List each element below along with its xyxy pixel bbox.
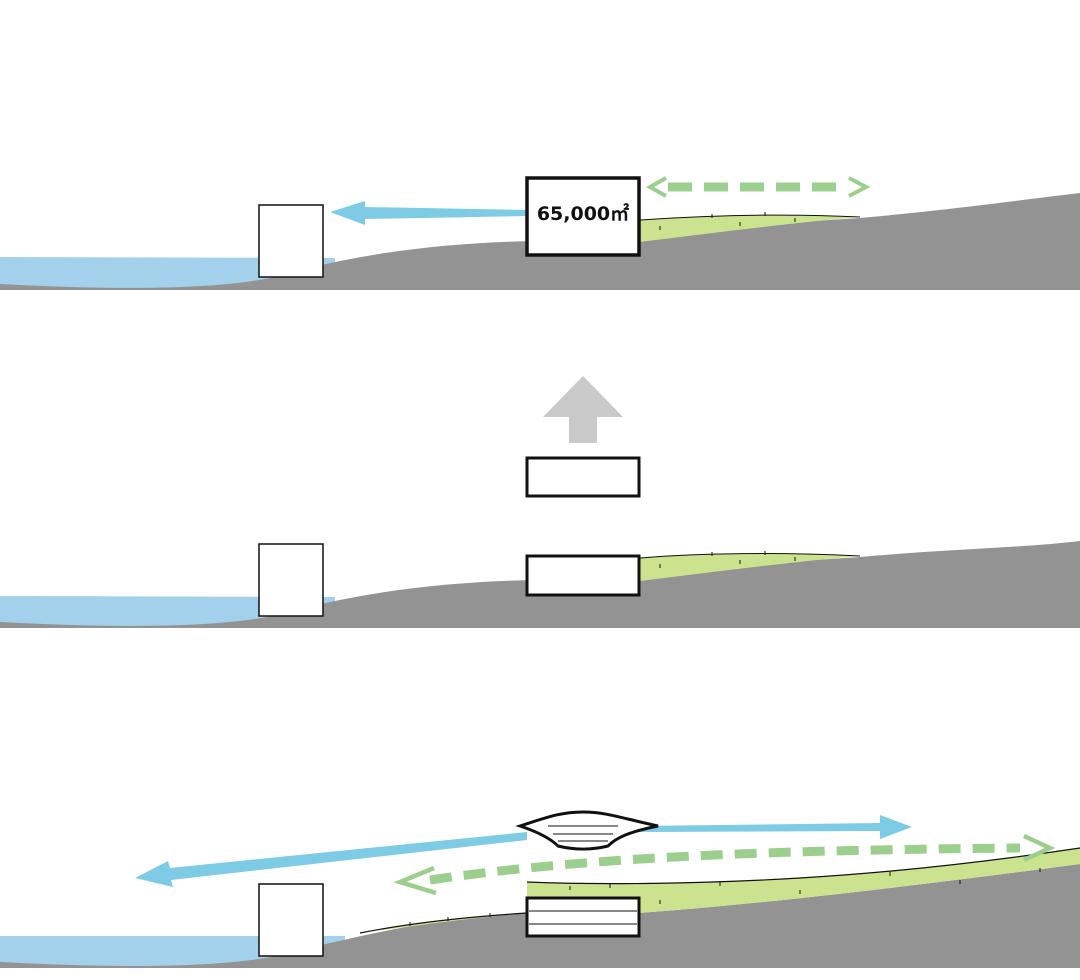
- blue-flow-arrow: [330, 201, 527, 225]
- grass-edge-line: [639, 553, 861, 559]
- gray-up-arrow: [543, 376, 623, 443]
- grass-edge-line: [639, 214, 861, 221]
- central-building-block: [525, 176, 641, 257]
- green-dashed-double-arrow: [645, 176, 871, 198]
- grass-strip: [640, 215, 860, 242]
- floating-roof-canopy: [515, 810, 659, 851]
- waterfront-building: [258, 883, 324, 957]
- area-label: 65,000㎡: [537, 202, 629, 225]
- blue-flow-arrow-left: [135, 832, 527, 887]
- lifted-building-block: [525, 456, 641, 498]
- grass-tufts: [659, 212, 796, 230]
- green-dashed-arrow-curve: [429, 843, 1021, 885]
- panel-3: [0, 810, 1080, 968]
- green-arrowhead-left: [393, 865, 437, 896]
- green-arrowhead-right: [1023, 833, 1056, 863]
- grass-tufts: [409, 868, 1041, 926]
- grass-tufts: [659, 551, 796, 568]
- waterfront-building: [258, 543, 324, 617]
- grass-edge-line: [359, 847, 1080, 934]
- embedded-building-block: [525, 896, 641, 938]
- panel-2: [0, 376, 1080, 628]
- waterfront-building: [258, 204, 324, 278]
- grass-strip: [640, 553, 860, 581]
- grounded-building-block: [525, 554, 641, 597]
- blue-flow-arrow-right: [638, 815, 912, 839]
- panel-1: 65,000㎡: [0, 176, 1080, 290]
